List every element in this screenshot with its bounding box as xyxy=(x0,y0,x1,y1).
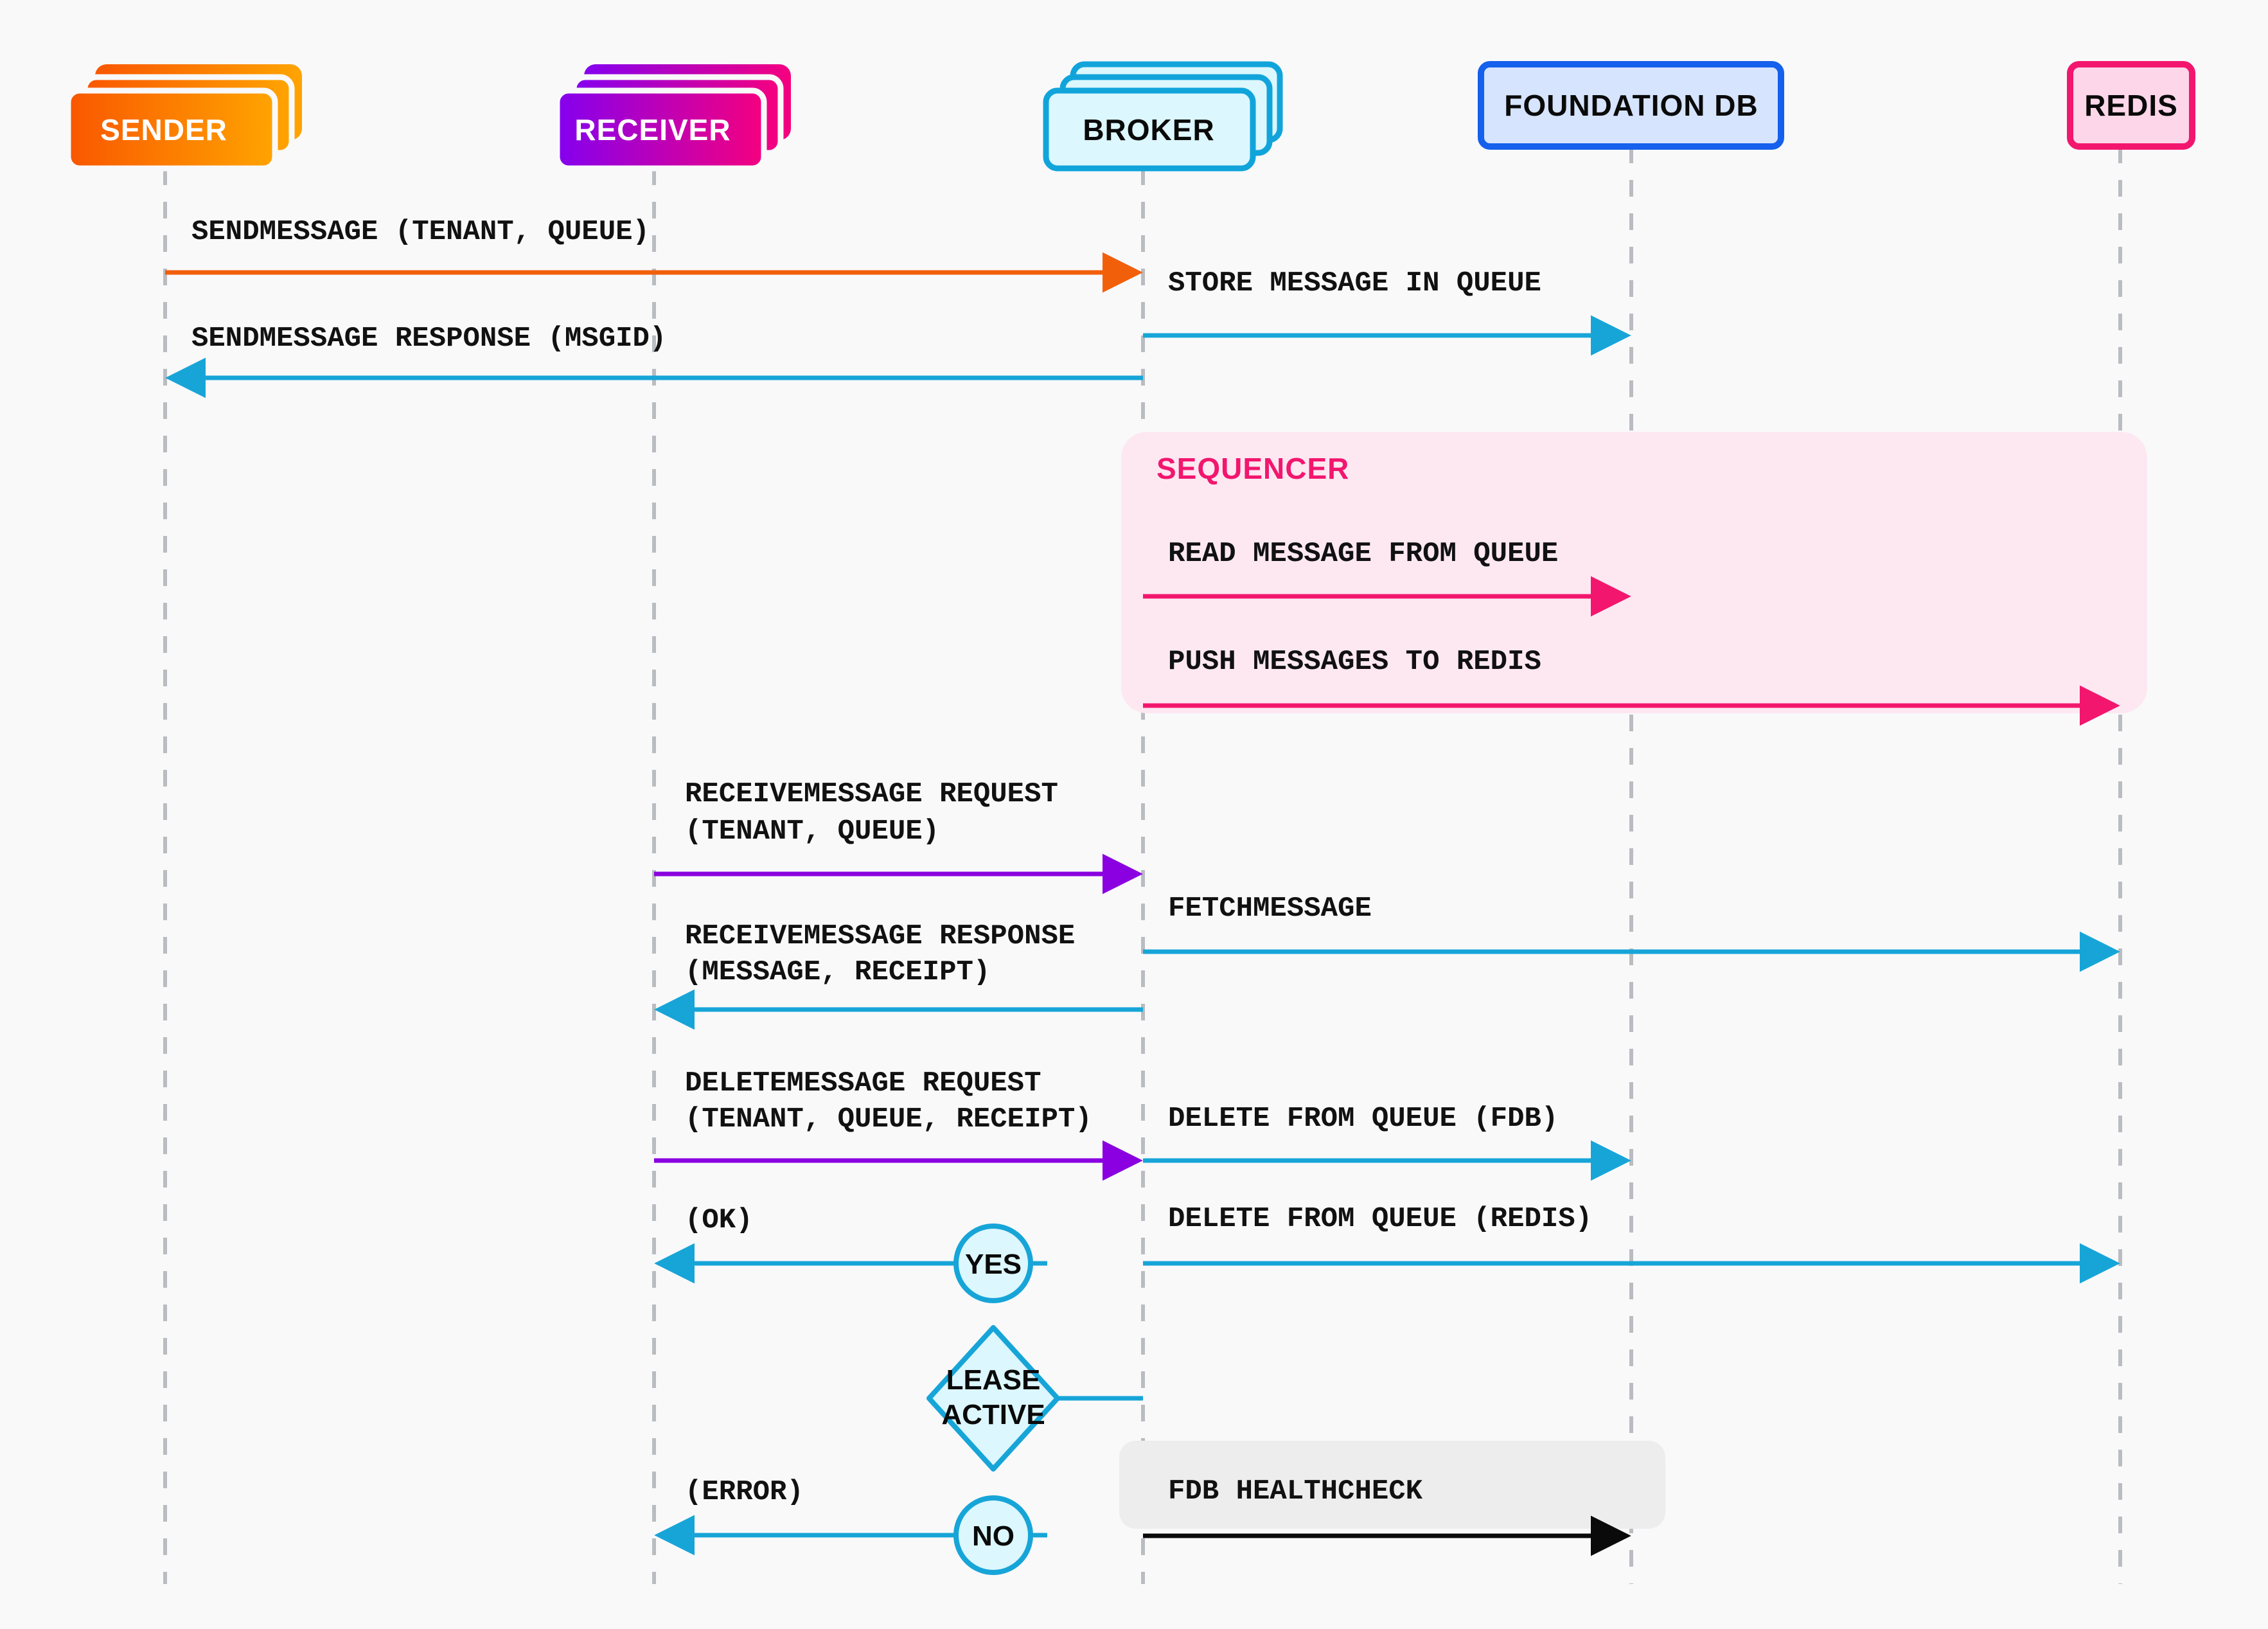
sender-card-front xyxy=(65,87,278,172)
message-sendmessage-response: SENDMESSAGE RESPONSE (MSGID) xyxy=(165,323,1143,398)
message-fdb-healthcheck: FDB HEALTHCHECK xyxy=(1143,1475,1631,1556)
foundation-db-label: FOUNDATION DB xyxy=(1504,89,1758,122)
redis-label: REDIS xyxy=(2084,89,2178,122)
message-deletemessage-request: DELETEMESSAGE REQUEST (TENANT, QUEUE, RE… xyxy=(654,1067,1143,1181)
message-label-read-message-from-queue: READ MESSAGE FROM QUEUE xyxy=(1168,538,1558,570)
message-label-fdb-healthcheck: FDB HEALTHCHECK xyxy=(1168,1475,1423,1508)
decision-diamond-lease-active[interactable] xyxy=(926,1325,1060,1472)
message-label-ok: (OK) xyxy=(685,1204,753,1236)
participant-header-foundation-db[interactable]: FOUNDATION DB xyxy=(1478,61,1784,150)
message-receivemessage-request: RECEIVEMESSAGE REQUEST (TENANT, QUEUE) xyxy=(654,778,1143,895)
fdb-healthcheck-note-background xyxy=(1119,1441,1665,1529)
message-label-receivemessage-response-line2: (MESSAGE, RECEIPT) xyxy=(685,956,990,988)
message-sendmessage: SENDMESSAGE (TENANT, QUEUE) xyxy=(165,216,1143,293)
message-delete-from-queue-fdb: DELETE FROM QUEUE (FDB) xyxy=(1143,1103,1631,1181)
message-label-delete-from-queue-fdb: DELETE FROM QUEUE (FDB) xyxy=(1168,1103,1558,1135)
receiver-label: RECEIVER xyxy=(574,113,731,147)
participant-header-broker[interactable]: BROKER xyxy=(1043,61,1283,172)
decision-node-yes-label: YES xyxy=(965,1249,1022,1280)
decision-label-line1: LEASE xyxy=(946,1364,1041,1396)
broker-card-front xyxy=(1043,87,1256,172)
decision-node-yes[interactable] xyxy=(953,1224,1033,1303)
message-push-messages-to-redis: PUSH MESSAGES TO REDIS xyxy=(1143,646,2120,726)
message-delete-from-queue-redis: DELETE FROM QUEUE (REDIS) xyxy=(1143,1203,2120,1284)
fragment-sequencer: SEQUENCER xyxy=(1121,432,2147,713)
participant-header-receiver[interactable]: RECEIVER xyxy=(554,64,791,172)
message-label-push-messages-to-redis: PUSH MESSAGES TO REDIS xyxy=(1168,646,1541,678)
message-label-store-message-in-queue: STORE MESSAGE IN QUEUE xyxy=(1168,267,1541,299)
decision-cluster: LEASE ACTIVE YES NO xyxy=(926,1224,1143,1575)
message-label-deletemessage-request-line2: (TENANT, QUEUE, RECEIPT) xyxy=(685,1103,1092,1135)
participant-header-sender[interactable]: SENDER xyxy=(65,64,302,172)
message-store-message-in-queue: STORE MESSAGE IN QUEUE xyxy=(1143,267,1631,356)
message-fetchmessage: FETCHMESSAGE xyxy=(1143,893,2120,972)
message-label-delete-from-queue-redis: DELETE FROM QUEUE (REDIS) xyxy=(1168,1203,1592,1235)
decision-label-line2: ACTIVE xyxy=(941,1399,1045,1430)
message-label-fetchmessage: FETCHMESSAGE xyxy=(1168,893,1372,925)
sequencer-background xyxy=(1121,432,2147,713)
receiver-card-front xyxy=(554,87,767,172)
message-label-error: (ERROR) xyxy=(685,1476,804,1508)
participant-header-redis[interactable]: REDIS xyxy=(2067,61,2195,150)
decision-node-no-label: NO xyxy=(972,1520,1014,1552)
message-label-sendmessage-response: SENDMESSAGE RESPONSE (MSGID) xyxy=(191,323,666,355)
foundation-db-box xyxy=(1478,61,1784,150)
sequencer-label: SEQUENCER xyxy=(1156,452,1349,485)
message-label-receivemessage-request-line2: (TENANT, QUEUE) xyxy=(685,815,939,848)
message-label-receivemessage-request-line1: RECEIVEMESSAGE REQUEST xyxy=(685,778,1058,810)
message-receivemessage-response: RECEIVEMESSAGE RESPONSE (MESSAGE, RECEIP… xyxy=(654,920,1143,1030)
message-label-deletemessage-request-line1: DELETEMESSAGE REQUEST xyxy=(685,1067,1041,1099)
decision-node-no[interactable] xyxy=(953,1495,1033,1575)
message-read-message-from-queue: READ MESSAGE FROM QUEUE xyxy=(1143,538,1631,617)
message-label-sendmessage: SENDMESSAGE (TENANT, QUEUE) xyxy=(191,216,650,248)
sender-label: SENDER xyxy=(100,113,227,147)
broker-label: BROKER xyxy=(1083,113,1214,147)
redis-box xyxy=(2067,61,2195,150)
message-label-receivemessage-response-line1: RECEIVEMESSAGE RESPONSE xyxy=(685,920,1075,952)
